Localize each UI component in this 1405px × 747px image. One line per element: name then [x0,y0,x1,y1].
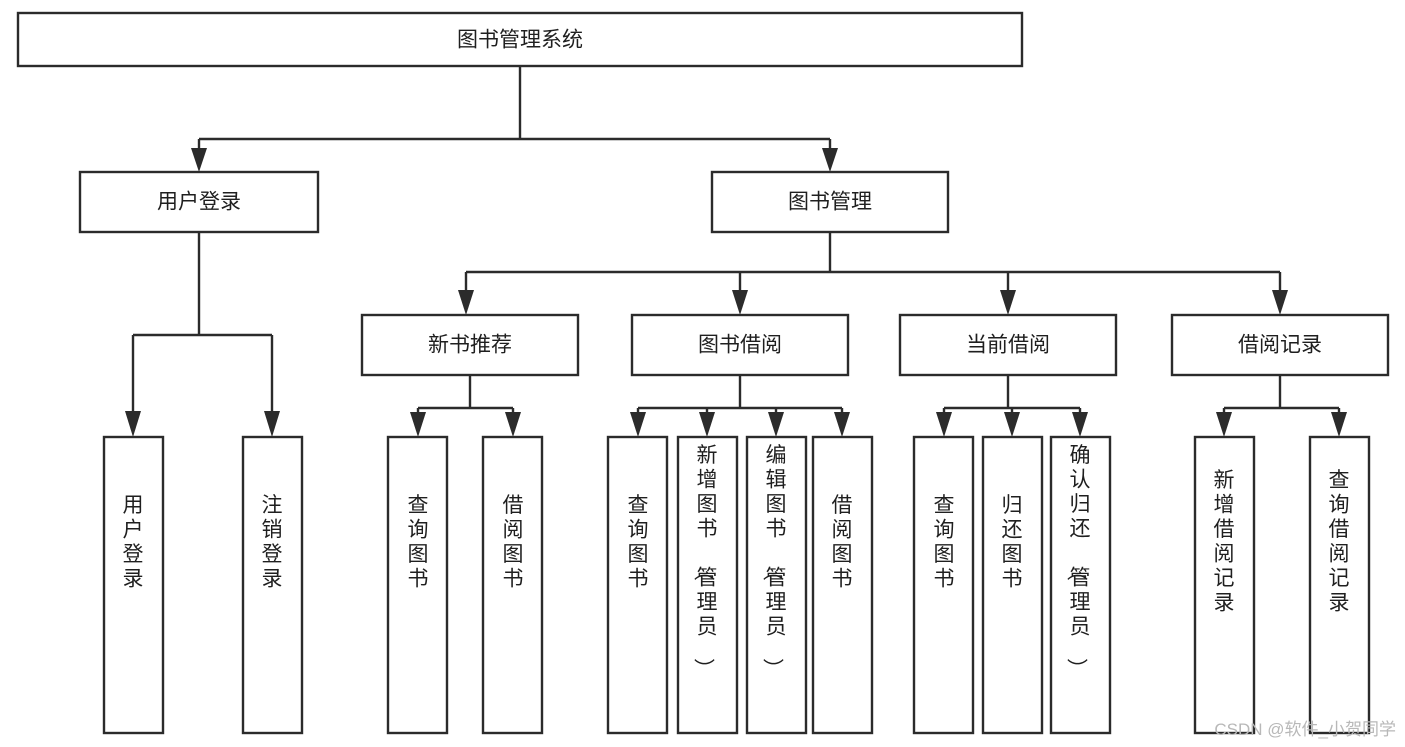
node-user-login-label: 用户登录 [157,191,241,214]
arrow-to-leaf-borrow-book-1 [505,412,521,437]
node-leaf-query-record[interactable]: 查询借阅记录 [1308,435,1371,735]
node-leaf-query-record-box[interactable] [1308,435,1371,735]
node-borrow-record-box[interactable] [1170,313,1390,377]
node-leaf-edit-book[interactable]: 编辑图书（管理员） [745,435,808,735]
arrow-to-leaf-query-record [1331,412,1347,437]
arrow-to-leaf-query-book-2 [630,412,646,437]
node-leaf-query-book-3-label: 查询图书 [934,494,955,591]
node-book-borrow-box[interactable] [630,313,850,377]
node-leaf-query-book-1-label: 查询图书 [408,494,429,591]
node-leaf-return-book[interactable]: 归还图书 [981,435,1044,735]
node-leaf-query-book-3-box[interactable] [912,435,975,735]
node-leaf-return-book-label: 归还图书 [1002,494,1023,591]
node-leaf-add-record[interactable]: 新增借阅记录 [1193,435,1256,735]
node-current-borrow[interactable]: 当前借阅 [898,313,1118,377]
node-leaf-user-login-label: 用户登录 [123,494,144,591]
arrow-to-leaf-user-login [125,411,141,437]
node-book-manage-label: 图书管理 [788,191,872,214]
node-book-borrow[interactable]: 图书借阅 [630,313,850,377]
arrow-to-leaf-add-record [1216,412,1232,437]
node-leaf-edit-book-box[interactable] [745,435,808,735]
arrow-to-leaf-edit-book [768,412,784,437]
node-leaf-confirm-return-box[interactable] [1049,435,1112,735]
node-leaf-query-book-1-box[interactable] [386,435,449,735]
arrow-to-leaf-confirm-return [1072,412,1088,437]
node-borrow-record-label: 借阅记录 [1238,334,1322,357]
node-leaf-user-login-box[interactable] [102,435,165,735]
node-leaf-query-record-label: 查询借阅记录 [1329,469,1350,615]
node-leaf-query-book-3[interactable]: 查询图书 [912,435,975,735]
node-leaf-logout-login-box[interactable] [241,435,304,735]
node-leaf-confirm-return[interactable]: 确认归还（管理员） [1049,435,1112,735]
node-leaf-query-book-1[interactable]: 查询图书 [386,435,449,735]
node-leaf-logout-login[interactable]: 注销登录 [241,435,304,735]
arrow-to-leaf-return-book [1004,412,1020,437]
node-book-manage[interactable]: 图书管理 [710,170,950,234]
node-leaf-query-book-2[interactable]: 查询图书 [606,435,669,735]
node-leaf-borrow-book-2[interactable]: 借阅图书 [811,435,874,735]
node-leaf-add-record-label: 新增借阅记录 [1214,469,1235,615]
arrow-to-leaf-borrow-book-2 [834,412,850,437]
node-user-login[interactable]: 用户登录 [78,170,320,234]
connector-layer [125,66,1347,437]
node-leaf-borrow-book-2-label: 借阅图书 [832,494,853,591]
csdn-watermark: CSDN @软件_小贺同学 [1214,720,1396,739]
arrow-to-borrow-record [1272,290,1288,315]
node-root[interactable]: 图书管理系统 [16,11,1024,68]
arrow-to-user-login [191,148,207,172]
node-new-book-recommend-box[interactable] [360,313,580,377]
node-borrow-record[interactable]: 借阅记录 [1170,313,1390,377]
arrow-to-leaf-query-book-3 [936,412,952,437]
node-leaf-add-book-label: 新增图书（管理员） [692,444,718,679]
node-new-book-recommend-label: 新书推荐 [428,334,512,357]
node-leaf-borrow-book-2-box[interactable] [811,435,874,735]
node-leaf-add-book-box[interactable] [676,435,739,735]
node-leaf-borrow-book-1-label: 借阅图书 [503,494,524,591]
node-leaf-query-book-2-label: 查询图书 [628,494,649,591]
arrow-to-book-borrow [732,290,748,315]
node-leaf-query-book-2-box[interactable] [606,435,669,735]
node-leaf-borrow-book-1-box[interactable] [481,435,544,735]
node-leaf-user-login[interactable]: 用户登录 [102,435,165,735]
node-book-borrow-label: 图书借阅 [698,334,782,357]
node-root-box[interactable] [16,11,1024,68]
arrow-to-leaf-add-book [699,412,715,437]
node-leaf-logout-login-label: 注销登录 [262,494,283,591]
node-leaf-return-book-box[interactable] [981,435,1044,735]
arrow-to-current-borrow [1000,290,1016,315]
node-book-manage-box[interactable] [710,170,950,234]
node-leaf-add-record-box[interactable] [1193,435,1256,735]
arrow-to-leaf-query-book-1 [410,412,426,437]
arrow-to-book-manage [822,148,838,172]
node-leaf-confirm-return-label: 确认归还（管理员） [1065,444,1091,679]
node-root-label: 图书管理系统 [457,29,583,52]
node-user-login-box[interactable] [78,170,320,234]
node-leaf-add-book[interactable]: 新增图书（管理员） [676,435,739,735]
node-current-borrow-box[interactable] [898,313,1118,377]
arrow-to-new-book-recommend [458,290,474,315]
node-leaf-borrow-book-1[interactable]: 借阅图书 [481,435,544,735]
node-new-book-recommend[interactable]: 新书推荐 [360,313,580,377]
node-leaf-edit-book-label: 编辑图书（管理员） [761,444,787,679]
arrow-to-leaf-logout-login [264,411,280,437]
node-current-borrow-label: 当前借阅 [966,334,1050,357]
